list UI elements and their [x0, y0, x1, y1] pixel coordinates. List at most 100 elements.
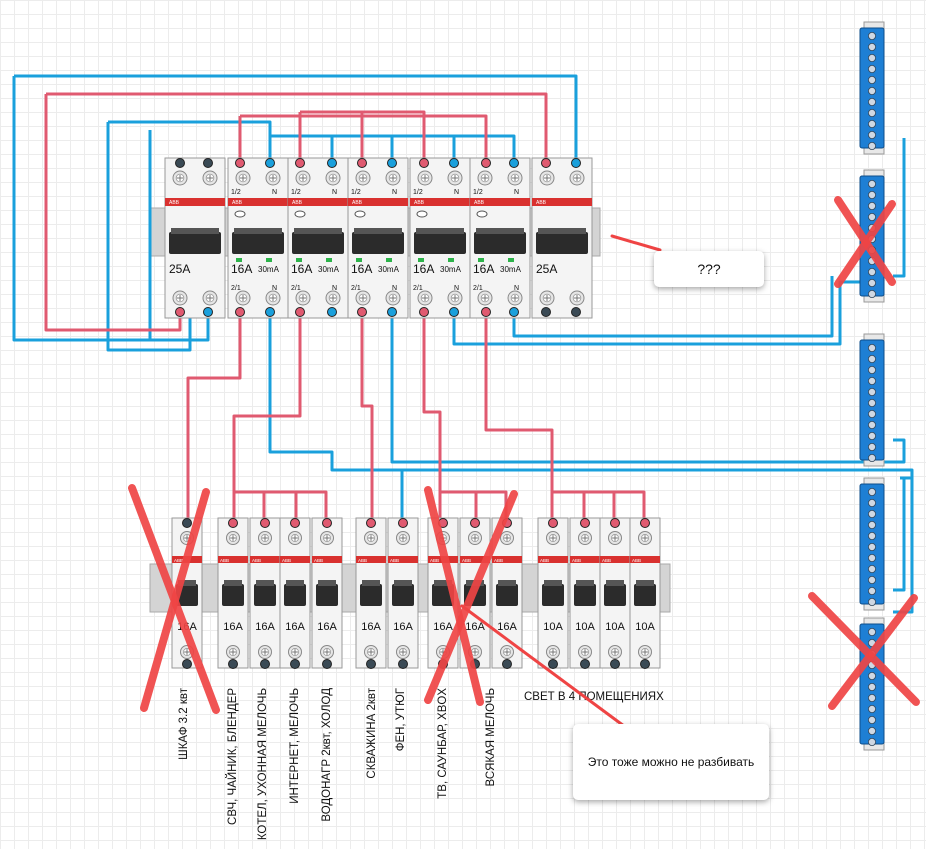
- lever-cap: [171, 228, 219, 234]
- terminal-screw: [172, 170, 188, 186]
- toggle-lever: [316, 584, 338, 606]
- input-dot: [228, 518, 238, 528]
- busbar-screw: [868, 387, 877, 396]
- toggle-lever: [392, 584, 414, 606]
- neutral-wire-1: [12, 76, 210, 342]
- circuit-label-1: СВЧ, ЧАЙНИК, БЛЕНДЕР: [226, 688, 239, 825]
- busbar-screw: [868, 498, 877, 507]
- busbar-screw: [868, 141, 877, 150]
- top-terminal-dot-5: [327, 158, 337, 168]
- terminal-label-top-right: N: [332, 189, 337, 196]
- rating-label: 16A: [433, 621, 453, 633]
- red-strip: [356, 556, 386, 563]
- top-terminal-dot-12: [541, 158, 551, 168]
- terminal-screw: [638, 531, 652, 545]
- terminal-screw: [447, 170, 463, 186]
- toggle-lever: [254, 584, 276, 606]
- lever-cap: [576, 580, 594, 586]
- rating-label: 16A: [255, 621, 275, 633]
- red-strip: [165, 198, 225, 206]
- toggle-lever: [232, 232, 284, 254]
- busbar-screw: [868, 54, 877, 63]
- cross-mark-busbar-5: [808, 592, 920, 710]
- cross-mark-tv-misc: [424, 486, 518, 706]
- top-terminal-dot-0: [175, 158, 185, 168]
- toggle-lever: [574, 584, 596, 606]
- neutral-wire-5: [268, 312, 914, 614]
- neutral-wire-2: [106, 122, 192, 352]
- annotation-arrows: [460, 234, 662, 728]
- input-dot: [290, 518, 300, 528]
- terminal-label-bottom-left: 2/1: [291, 285, 301, 292]
- neutral-wire-11: [893, 478, 906, 592]
- cross-stroke: [834, 200, 896, 288]
- busbar-screw: [868, 442, 877, 451]
- lever-cap: [538, 228, 586, 234]
- busbar-screw: [868, 32, 877, 41]
- phase-wire-1: [44, 94, 182, 332]
- terminal-screw: [500, 531, 514, 545]
- terminal-screw: [258, 645, 272, 659]
- lever-cap: [318, 580, 336, 586]
- brand-label: ABB: [174, 558, 183, 563]
- busbar-screw: [868, 179, 877, 188]
- terminal-label-top-right: N: [454, 189, 459, 196]
- busbar-screw: [868, 431, 877, 440]
- circuit-label-7: ТВ, САУНБАР, XBOX: [437, 688, 449, 799]
- rating-label: 16A: [413, 262, 434, 276]
- terminal-screw: [320, 645, 334, 659]
- rating-label: 16A: [223, 621, 243, 633]
- red-strip: [532, 198, 592, 206]
- terminal-screw: [417, 170, 433, 186]
- rating-label: 16A: [497, 621, 517, 633]
- busbar-screw: [868, 343, 877, 352]
- status-window-right: [386, 258, 392, 262]
- bottom-terminal-dot-13: [571, 307, 581, 317]
- rating-label: 10A: [605, 621, 625, 633]
- bottom-terminal-dot-12: [541, 307, 551, 317]
- output-dot: [398, 659, 408, 669]
- terminal-screw: [226, 645, 240, 659]
- terminal-screw: [539, 290, 555, 306]
- rating-label: 16A: [393, 621, 413, 633]
- bottom-terminal-dot-9: [449, 307, 459, 317]
- lever-cap: [362, 580, 380, 586]
- brand-label: ABB: [314, 558, 323, 563]
- busbar-screw: [868, 278, 877, 287]
- busbar-screw: [868, 398, 877, 407]
- busbar-0: [859, 21, 885, 155]
- neutral-wire-3: [108, 120, 272, 163]
- light-circuit-label: СВЕТ В 4 ПОМЕЩЕНИЯХ: [524, 691, 664, 703]
- terminal-label-bottom-right: N: [454, 285, 459, 292]
- terminal-screw: [355, 170, 371, 186]
- red-strip: [600, 556, 630, 563]
- terminal-label-top-right: N: [272, 189, 277, 196]
- busbar-screw: [868, 354, 877, 363]
- neutral-wire-9: [893, 138, 906, 278]
- top-terminal-dot-8: [419, 158, 429, 168]
- cross-marks: [128, 196, 920, 714]
- busbar-screw: [868, 727, 877, 736]
- rating-label: 16A: [351, 262, 372, 276]
- sensitivity-label: 30mA: [258, 265, 280, 274]
- question-note: ???: [654, 251, 764, 287]
- brand-label: ABB: [572, 558, 581, 563]
- terminal-screw: [569, 170, 585, 186]
- neutral-wire-6: [390, 312, 906, 464]
- phase-wires: [44, 92, 646, 520]
- top-terminal-dot-11: [509, 158, 519, 168]
- lever-cap: [416, 228, 464, 234]
- terminal-label-bottom-right: N: [392, 285, 397, 292]
- busbar-screw: [868, 705, 877, 714]
- sensitivity-label: 30mA: [318, 265, 340, 274]
- phase-wire-11: [484, 312, 554, 520]
- terminal-screw: [355, 290, 371, 306]
- terminal-screw: [608, 531, 622, 545]
- cross-mark-busbar-2: [834, 196, 896, 288]
